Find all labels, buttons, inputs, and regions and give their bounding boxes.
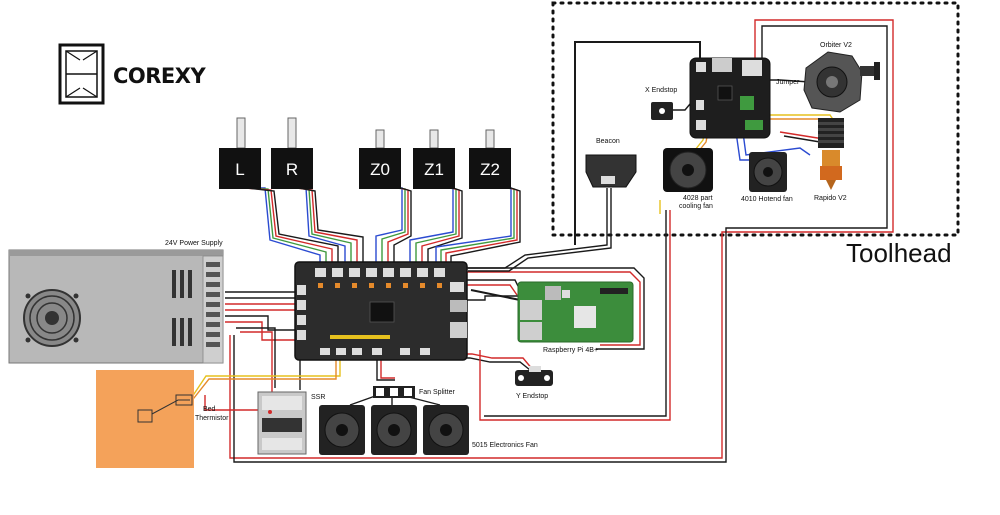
- stepper-motor-r: R: [271, 117, 313, 189]
- raspberry-pi: [517, 281, 634, 343]
- stepper-motor-z0: Z0: [359, 129, 401, 189]
- heatbed: [96, 370, 194, 468]
- electronics-fan-label: 5015 Electronics Fan: [472, 442, 538, 449]
- orbiter-extruder: [803, 51, 880, 113]
- controller-board: [294, 261, 468, 361]
- electronics-fan-3-icon: [423, 405, 469, 455]
- rapido-hotend: [818, 118, 844, 190]
- stepper-wires-z2: [435, 187, 521, 270]
- part-cooling-fan-icon: [663, 148, 713, 192]
- toolhead-board: [689, 57, 771, 139]
- toolhead-boundary: [551, 1, 960, 237]
- power-supply: [8, 249, 224, 364]
- beacon-probe: [585, 154, 637, 188]
- stepper-motor-z1: Z1: [413, 129, 455, 189]
- psu-output-wires: [225, 291, 300, 341]
- x-endstop: [651, 102, 673, 120]
- fan-splitter: [373, 386, 415, 398]
- bed-thermistor-label-line2: Thermistor: [195, 415, 229, 422]
- bed-thermistor-label-line1: Bed: [203, 406, 216, 413]
- hotend-fan-icon: [749, 152, 787, 192]
- jumper-label: Jumper: [776, 79, 800, 86]
- y-endstop: [515, 366, 553, 386]
- electronics-fan-2-icon: [371, 405, 417, 455]
- x-endstop-label: X Endstop: [645, 87, 677, 94]
- brand-name: COREXY: [113, 64, 206, 88]
- stepper-wires-z0: [375, 187, 412, 270]
- ssr-label: SSR: [311, 394, 325, 401]
- stepper-wires-l: [241, 187, 339, 270]
- y-endstop-label: Y Endstop: [516, 393, 548, 400]
- part-fan-label: 4028 part cooling fan: [679, 195, 715, 210]
- beacon-label: Beacon: [596, 138, 620, 145]
- motor-label-l: L: [235, 160, 244, 179]
- rapido-label: Rapido V2: [814, 195, 847, 202]
- psu-fan-icon: [23, 289, 81, 347]
- part-fan-label-line2: cooling fan: [679, 203, 713, 210]
- electronics-fan-1-icon: [319, 405, 365, 455]
- bed-thermistor-label: Bed Thermistor: [195, 406, 229, 422]
- toolhead-title: Toolhead: [846, 238, 952, 268]
- motor-label-z2: Z2: [480, 160, 500, 179]
- stepper-wires-r: [293, 187, 364, 270]
- stepper-motor-z2: Z2: [469, 129, 511, 189]
- raspberry-pi-label: Raspberry Pi 4B+: [543, 347, 598, 354]
- part-fan-label-line1: 4028 part: [683, 195, 713, 202]
- stepper-motor-l: L: [219, 117, 261, 189]
- motor-label-z0: Z0: [370, 160, 390, 179]
- ssr-relay: [257, 391, 307, 455]
- orbiter-label: Orbiter V2: [820, 42, 852, 49]
- corexy-logo-icon: [58, 43, 105, 105]
- psu-label: 24V Power Supply: [165, 240, 223, 247]
- fan-splitter-label: Fan Splitter: [419, 389, 455, 396]
- motor-label-r: R: [286, 160, 298, 179]
- motor-label-z1: Z1: [424, 160, 444, 179]
- hotend-fan-label: 4010 Hotend fan: [741, 196, 793, 203]
